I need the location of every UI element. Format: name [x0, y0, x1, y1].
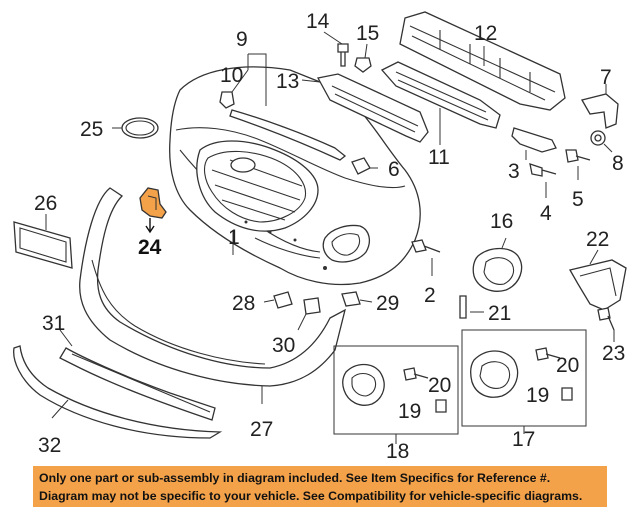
upper-absorber-part	[301, 73, 429, 143]
callout-20-right: 20	[556, 354, 579, 377]
callout-32: 32	[38, 434, 61, 457]
side-bracket-part	[511, 127, 557, 160]
clip-29-part	[341, 291, 373, 307]
callout-12: 12	[474, 22, 497, 45]
callout-13: 13	[276, 70, 299, 93]
callout-8: 8	[612, 152, 624, 175]
callout-19-left: 19	[398, 400, 421, 423]
callout-26: 26	[34, 192, 57, 215]
callout-11: 11	[428, 146, 450, 169]
disclaimer-line-1: Only one part or sub-assembly in diagram…	[39, 471, 551, 485]
upper-strip-part	[219, 53, 347, 161]
callout-28: 28	[232, 292, 255, 315]
clip-8-part	[590, 130, 613, 153]
callout-3: 3	[508, 160, 520, 183]
disclaimer-line-2: Diagram may not be specific to your vehi…	[39, 489, 583, 503]
callout-24-highlighted: 24	[138, 236, 162, 259]
energy-absorber-part	[380, 61, 501, 145]
callout-6: 6	[388, 158, 400, 181]
screw-23-part	[597, 307, 615, 342]
screw-5-part	[565, 149, 591, 180]
disclaimer-banner: Only one part or sub-assembly in diagram…	[33, 466, 607, 507]
assembly-box-18	[333, 345, 459, 444]
trim-strip-part	[59, 329, 216, 421]
callout-18: 18	[386, 440, 409, 463]
screw-4-part	[529, 163, 557, 198]
callout-7: 7	[600, 66, 612, 89]
license-bracket-part	[13, 214, 73, 269]
fog-bezel-part	[472, 237, 523, 292]
callout-14: 14	[306, 10, 330, 33]
highlighted-bracket-part	[139, 187, 167, 234]
callout-25: 25	[80, 118, 103, 141]
bumper-cover-part	[169, 66, 421, 286]
callout-5: 5	[572, 188, 584, 211]
callout-2: 2	[424, 284, 436, 307]
callout-19-right: 19	[526, 384, 549, 407]
callout-30: 30	[272, 334, 295, 357]
assembly-box-17	[461, 329, 587, 434]
callout-31: 31	[42, 312, 65, 335]
small-bracket-21-part	[459, 295, 484, 319]
emblem-part	[112, 117, 159, 139]
callout-21: 21	[488, 302, 511, 325]
lower-lip-part	[79, 187, 346, 404]
callout-23: 23	[602, 342, 625, 365]
callout-29: 29	[376, 292, 399, 315]
fastener-15-part	[354, 43, 372, 73]
callout-20-left: 20	[428, 374, 451, 397]
callout-15: 15	[356, 22, 379, 45]
callout-1: 1	[228, 226, 240, 249]
callout-labels: 1 2 3 4 5 6 7 8 9 10 11 12 13 14 15 16 1…	[34, 10, 625, 463]
clip-30-part	[297, 297, 321, 331]
callout-9: 9	[236, 28, 248, 51]
side-support-part	[569, 249, 627, 311]
callout-27: 27	[250, 418, 273, 441]
callout-16: 16	[490, 210, 513, 233]
clip-6-part	[351, 157, 378, 175]
callout-10: 10	[220, 64, 243, 87]
side-mount-part	[581, 84, 619, 129]
skid-plate-part	[13, 345, 223, 439]
callout-4: 4	[540, 202, 552, 225]
fastener-14-part	[323, 31, 349, 67]
callout-17: 17	[512, 428, 535, 451]
clip-28-part	[263, 291, 293, 309]
screw-2-part	[411, 239, 441, 276]
callout-22: 22	[586, 228, 609, 251]
reinforcement-beam-part	[399, 11, 566, 111]
